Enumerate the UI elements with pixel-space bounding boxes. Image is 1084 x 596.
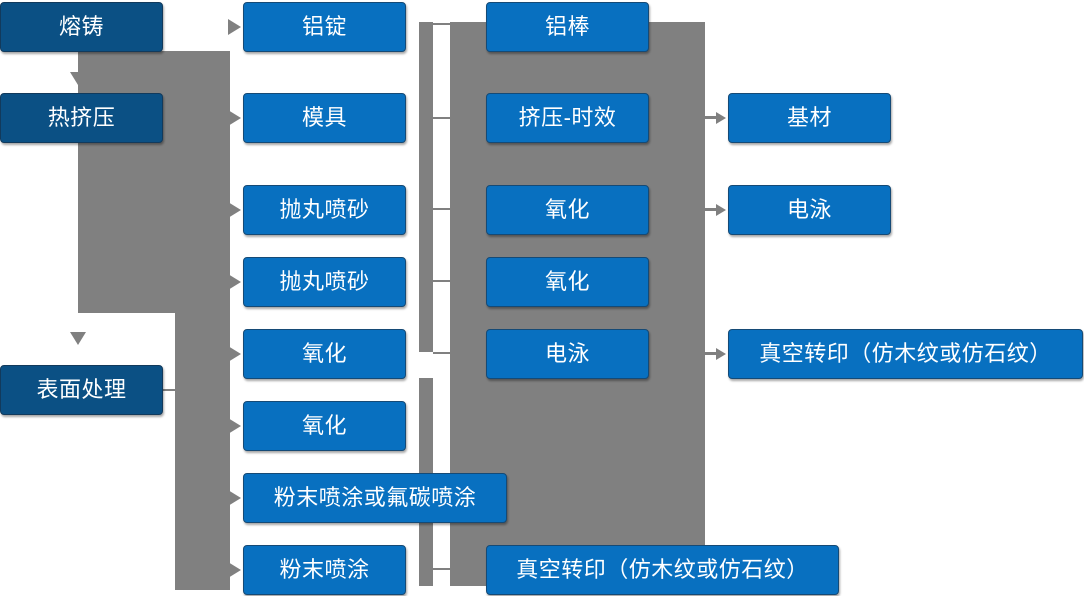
trunk-tip-mold: [228, 110, 241, 126]
detail-label-oxidation-1: 氧化: [544, 197, 590, 222]
trunk-tip-powder-or-fluorocarbon: [228, 490, 241, 506]
stub-surface-treatment: [163, 389, 179, 391]
detail-box-vacuum-transfer[interactable]: 真空转印（仿木纹或仿石纹）: [486, 545, 839, 595]
output-label-electrophoresis: 电泳: [786, 197, 832, 222]
stage-box-surface-treatment[interactable]: 表面处理: [0, 365, 163, 415]
output-box-base-material[interactable]: 基材: [728, 93, 891, 143]
trunk-arrow-to-hot-extrusion: [70, 72, 86, 85]
rail-tick-vacuum-transfer: [433, 568, 450, 570]
rail-tick-extrusion-aging: [433, 117, 450, 119]
detail-label-aluminum-bar: 铝棒: [544, 14, 590, 39]
process-label-powder-or-fluorocarbon: 粉末喷涂或氟碳喷涂: [273, 485, 477, 510]
stage-label-melting-casting: 熔铸: [58, 14, 104, 39]
detail-label-oxidation-2: 氧化: [544, 269, 590, 294]
detail-label-electrophoresis: 电泳: [544, 341, 590, 366]
gray-trunk-upper: [78, 51, 230, 313]
process-label-shot-blasting-2: 抛丸喷砂: [279, 269, 370, 294]
rail-tick-oxidation-2: [433, 280, 450, 282]
arrow-head-vacuum-transfer: [716, 348, 726, 360]
trunk-tip-shot-blasting-1: [228, 202, 241, 218]
gray-trunk-lower: [175, 313, 230, 590]
process-box-oxidation-1[interactable]: 氧化: [243, 329, 406, 379]
trunk-tip-oxidation-1: [228, 346, 241, 362]
process-box-powder-or-fluorocarbon[interactable]: 粉末喷涂或氟碳喷涂: [243, 473, 507, 523]
process-box-powder-coating[interactable]: 粉末喷涂: [243, 545, 406, 595]
process-box-shot-blasting-1[interactable]: 抛丸喷砂: [243, 185, 406, 235]
process-box-shot-blasting-2[interactable]: 抛丸喷砂: [243, 257, 406, 307]
trunk-tip-shot-blasting-2: [228, 274, 241, 290]
process-label-oxidation-2: 氧化: [301, 413, 347, 438]
process-box-mold[interactable]: 模具: [243, 93, 406, 143]
detail-label-extrusion-aging: 挤压-时效: [518, 105, 617, 130]
process-box-oxidation-2[interactable]: 氧化: [243, 401, 406, 451]
stage-label-hot-extrusion: 热挤压: [47, 105, 116, 130]
output-box-vacuum-transfer[interactable]: 真空转印（仿木纹或仿石纹）: [728, 329, 1083, 379]
detail-box-electrophoresis[interactable]: 电泳: [486, 329, 649, 379]
process-label-mold: 模具: [301, 105, 347, 130]
arrow-shaft-vacuum-transfer: [705, 352, 718, 355]
process-label-powder-coating: 粉末喷涂: [279, 557, 370, 582]
detail-box-oxidation-2[interactable]: 氧化: [486, 257, 649, 307]
trunk-tip-oxidation-2: [228, 418, 241, 434]
stage-box-melting-casting[interactable]: 熔铸: [0, 2, 163, 52]
process-label-shot-blasting-1: 抛丸喷砂: [279, 197, 370, 222]
trunk-arrow-to-surface-treatment: [70, 332, 86, 345]
arrow-shaft-electrophoresis: [705, 208, 718, 211]
detail-box-oxidation-1[interactable]: 氧化: [486, 185, 649, 235]
gray-rail-upper: [419, 22, 433, 352]
detail-box-aluminum-bar[interactable]: 铝棒: [486, 2, 649, 52]
arrow-shaft-base-material: [705, 116, 718, 119]
arrow-head-base-material: [716, 112, 726, 124]
process-label-aluminum-ingot: 铝锭: [301, 14, 347, 39]
process-box-aluminum-ingot[interactable]: 铝锭: [243, 2, 406, 52]
stage-box-hot-extrusion[interactable]: 热挤压: [0, 93, 163, 143]
rail-tick-electrophoresis: [433, 352, 450, 354]
output-box-electrophoresis[interactable]: 电泳: [728, 185, 891, 235]
rail-tick-oxidation-1: [433, 208, 450, 210]
stage-label-surface-treatment: 表面处理: [36, 377, 127, 402]
arrow-head-electrophoresis: [716, 204, 726, 216]
process-label-oxidation-1: 氧化: [301, 341, 347, 366]
output-label-base-material: 基材: [786, 105, 832, 130]
detail-label-vacuum-transfer: 真空转印（仿木纹或仿石纹）: [516, 557, 809, 582]
trunk-tip-aluminum-ingot: [228, 19, 241, 35]
trunk-tip-powder-coating: [228, 562, 241, 578]
detail-box-extrusion-aging[interactable]: 挤压-时效: [486, 93, 649, 143]
output-label-vacuum-transfer: 真空转印（仿木纹或仿石纹）: [759, 341, 1052, 366]
rail-tick-aluminum-bar: [433, 23, 450, 25]
